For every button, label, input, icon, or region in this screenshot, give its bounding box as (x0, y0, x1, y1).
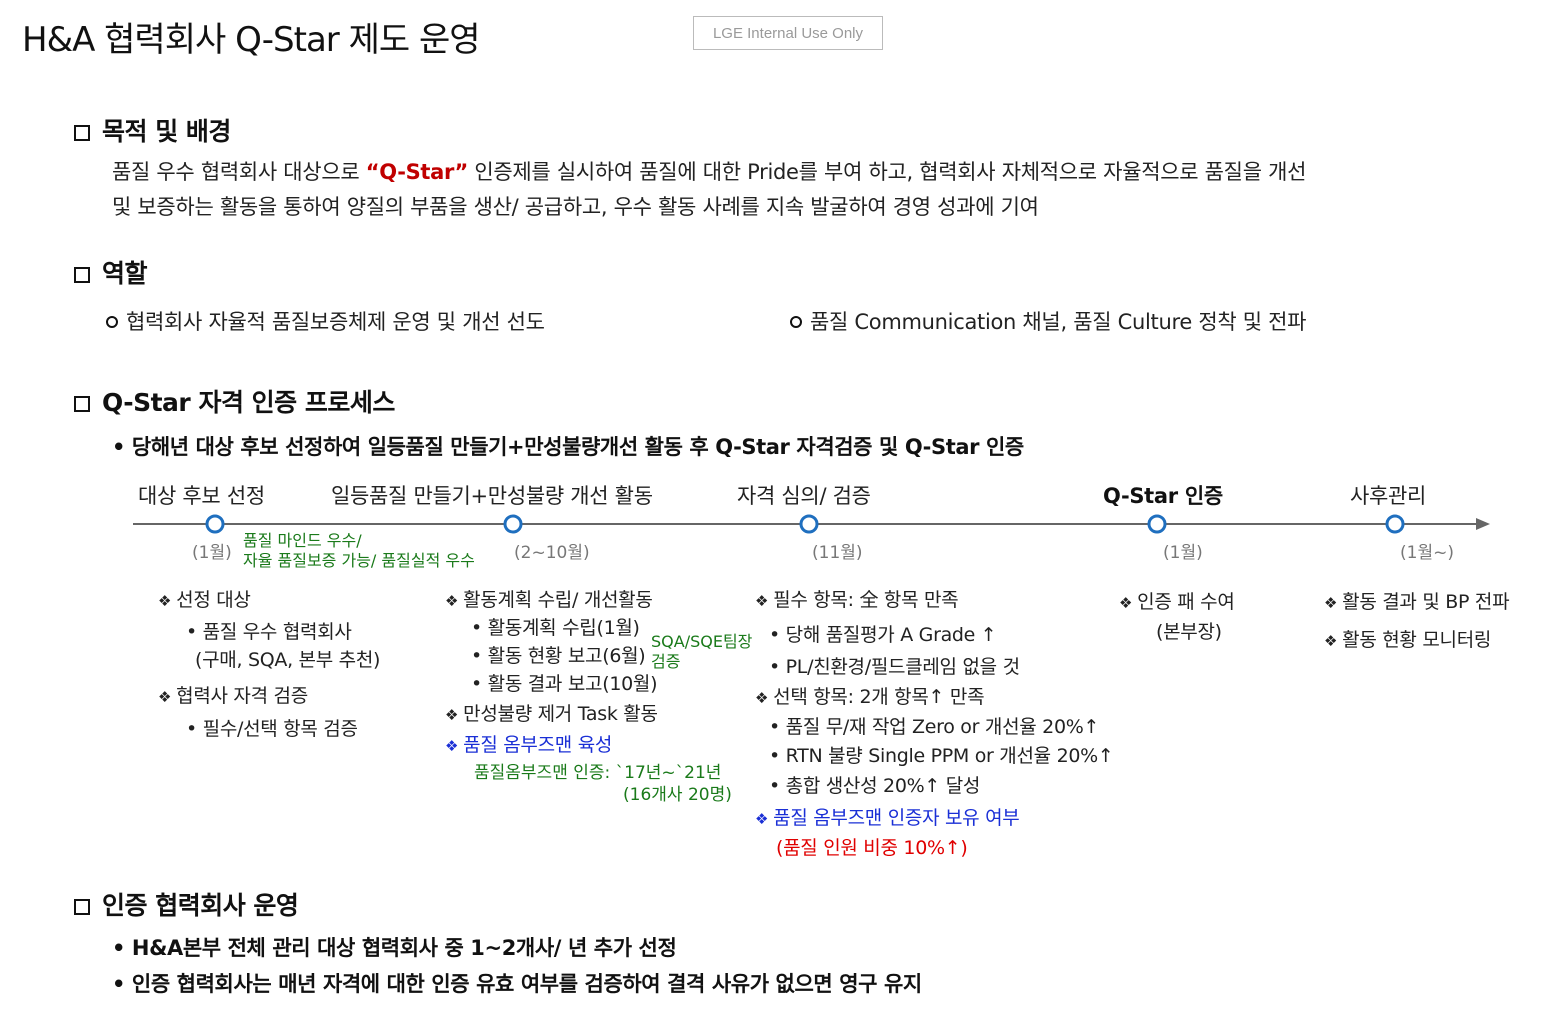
diamond-bullet-icon: ❖ (445, 706, 459, 724)
diamond-bullet-icon: ❖ (158, 592, 172, 610)
diamond-bullet-icon: ❖ (755, 810, 769, 828)
square-bullet-icon (74, 899, 90, 915)
col1-heading-1-text: 선정 대상 (176, 589, 251, 611)
col1-heading-2-text: 협력사 자격 검증 (176, 685, 308, 707)
col4-heading-1: ❖인증 패 수여 (1119, 587, 1235, 614)
timeline-node-3 (799, 514, 819, 534)
role-item-2-text: 품질 Communication 채널, 품질 Culture 정착 및 전파 (810, 310, 1307, 334)
stage-month-2: (2~10월) (514, 543, 590, 563)
col1-bullet-2: • 필수/선택 항목 검증 (186, 718, 358, 740)
stage-month-3: (11월) (812, 543, 863, 563)
col2-bullet-3: • 활동 결과 보고(10월) (471, 673, 658, 695)
circle-bullet-icon (106, 316, 118, 328)
purpose-line-1: 품질 우수 협력회사 대상으로 “Q-Star” 인증제를 실시하여 품질에 대… (112, 156, 1306, 186)
col3-bullet-3: • 품질 무/재 작업 Zero or 개선율 20%↑ (769, 716, 1100, 738)
diamond-bullet-icon: ❖ (1119, 594, 1133, 612)
col3-bullet-2: • PL/친환경/필드클레임 없을 것 (769, 656, 1020, 678)
col3-bullet-5: • 총합 생산성 20%↑ 달성 (769, 775, 981, 797)
page-title: H&A 협력회사 Q-Star 제도 운영 (22, 20, 481, 60)
diamond-bullet-icon: ❖ (1324, 594, 1338, 612)
col1-heading-1: ❖선정 대상 (158, 585, 251, 612)
stage-month-5: (1월~) (1400, 543, 1454, 563)
col3-heading-2: ❖선택 항목: 2개 항목↑ 만족 (755, 682, 985, 709)
timeline-node-2 (503, 514, 523, 534)
section-operation-heading: 인증 협력회사 운영 (74, 886, 299, 922)
timeline-node-4 (1147, 514, 1167, 534)
internal-use-badge: LGE Internal Use Only (693, 16, 883, 50)
purpose-text-b: 인증제를 실시하여 품질에 대한 Pride를 부여 하고, 협력회사 자체적으… (468, 160, 1307, 184)
col4-heading-1-text: 인증 패 수여 (1137, 591, 1235, 613)
section-purpose-heading: 목적 및 배경 (74, 112, 231, 148)
stage1-note-line-1: 품질 마인드 우수/ (243, 531, 362, 550)
stage-label-2: 일등품질 만들기+만성불량 개선 활동 (331, 484, 653, 508)
col2-heading-2: ❖만성불량 제거 Task 활동 (445, 699, 658, 726)
col5-heading-2-text: 활동 현황 모니터링 (1342, 629, 1492, 651)
col2-heading-3: ❖품질 옴부즈맨 육성 (445, 730, 612, 757)
col3-heading-2-text: 선택 항목: 2개 항목↑ 만족 (773, 686, 985, 708)
col3-heading-3-text: 품질 옴부즈맨 인증자 보유 여부 (773, 807, 1020, 829)
stage-label-4: Q-Star 인증 (1103, 484, 1223, 508)
circle-bullet-icon (790, 316, 802, 328)
diamond-bullet-icon: ❖ (445, 737, 459, 755)
timeline-arrow-icon (1476, 518, 1490, 530)
col1-heading-2: ❖협력사 자격 검증 (158, 681, 308, 708)
stage-month-4: (1월) (1163, 543, 1203, 563)
operation-item-1: • H&A본부 전체 관리 대상 협력회사 중 1~2개사/ 년 추가 선정 (112, 936, 677, 960)
square-bullet-icon (74, 267, 90, 283)
purpose-line-2: 및 보증하는 활동을 통하여 양질의 부품을 생산/ 공급하고, 우수 활동 사… (112, 195, 1039, 219)
process-summary: • 당해년 대상 후보 선정하여 일등품질 만들기+만성불량개선 활동 후 Q-… (112, 435, 1024, 459)
stage-label-1: 대상 후보 선정 (138, 484, 265, 508)
col1-bullet-1: • 품질 우수 협력회사 (186, 621, 352, 643)
col2-side-note: SQA/SQE팀장 검증 (651, 632, 752, 672)
section-operation-title: 인증 협력회사 운영 (102, 891, 299, 920)
col2-heading-2-text: 만성불량 제거 Task 활동 (463, 703, 658, 725)
operation-item-2: • 인증 협력회사는 매년 자격에 대한 인증 유효 여부를 검증하여 결격 사… (112, 972, 922, 996)
diamond-bullet-icon: ❖ (755, 592, 769, 610)
diamond-bullet-icon: ❖ (755, 689, 769, 707)
col5-heading-1: ❖활동 결과 및 BP 전파 (1324, 587, 1510, 614)
col5-heading-2: ❖활동 현황 모니터링 (1324, 625, 1491, 652)
qstar-highlight: “Q-Star” (365, 160, 469, 184)
stage1-note: 품질 마인드 우수/ 자율 품질보증 가능/ 품질실적 우수 (243, 531, 475, 571)
role-item-1-text: 협력회사 자율적 품질보증체제 운영 및 개선 선도 (126, 310, 545, 334)
section-purpose-title: 목적 및 배경 (102, 117, 231, 146)
stage-month-1: (1월) (192, 543, 232, 563)
role-item-1: 협력회사 자율적 품질보증체제 운영 및 개선 선도 (106, 306, 545, 336)
stage-label-5: 사후관리 (1350, 484, 1427, 508)
col2-side-note-line-2: 검증 (651, 652, 681, 671)
section-role-heading: 역할 (74, 254, 148, 290)
col2-note-2: (16개사 20명) (623, 785, 732, 805)
col2-bullet-2: • 활동 현황 보고(6월) (471, 645, 646, 667)
process-timeline (133, 514, 1490, 534)
col3-heading-1: ❖필수 항목: 全 항목 만족 (755, 585, 959, 612)
col2-heading-1: ❖활동계획 수립/ 개선활동 (445, 585, 653, 612)
diamond-bullet-icon: ❖ (1324, 632, 1338, 650)
section-role-title: 역할 (102, 259, 148, 288)
col2-side-note-line-1: SQA/SQE팀장 (651, 632, 753, 651)
col1-bullet-1b: (구매, SQA, 본부 추천) (195, 649, 381, 671)
diamond-bullet-icon: ❖ (445, 592, 459, 610)
section-process-heading: Q-Star 자격 인증 프로세스 (74, 383, 395, 419)
col2-heading-3-text: 품질 옴부즈맨 육성 (463, 734, 613, 756)
col2-heading-1-text: 활동계획 수립/ 개선활동 (463, 589, 653, 611)
col2-bullet-1: • 활동계획 수립(1월) (471, 617, 640, 639)
role-item-2: 품질 Communication 채널, 품질 Culture 정착 및 전파 (790, 306, 1306, 336)
square-bullet-icon (74, 396, 90, 412)
col3-bullet-1: • 당해 품질평가 A Grade ↑ (769, 624, 997, 646)
stage-label-3: 자격 심의/ 검증 (737, 484, 871, 508)
col3-note-1: (품질 인원 비중 10%↑) (776, 837, 968, 859)
col3-heading-1-text: 필수 항목: 全 항목 만족 (773, 589, 959, 611)
col5-heading-1-text: 활동 결과 및 BP 전파 (1342, 591, 1510, 613)
col3-heading-3: ❖품질 옴부즈맨 인증자 보유 여부 (755, 803, 1020, 830)
col2-note-1: 품질옴부즈맨 인증: `17년~`21년 (474, 763, 722, 783)
diamond-bullet-icon: ❖ (158, 688, 172, 706)
section-process-title: Q-Star 자격 인증 프로세스 (102, 388, 395, 417)
timeline-node-5 (1385, 514, 1405, 534)
col3-bullet-4: • RTN 불량 Single PPM or 개선율 20%↑ (769, 745, 1114, 767)
stage1-note-line-2: 자율 품질보증 가능/ 품질실적 우수 (243, 551, 475, 570)
square-bullet-icon (74, 125, 90, 141)
purpose-text-a: 품질 우수 협력회사 대상으로 (112, 160, 366, 184)
col4-bullet-1: (본부장) (1156, 621, 1222, 643)
timeline-node-1 (205, 514, 225, 534)
